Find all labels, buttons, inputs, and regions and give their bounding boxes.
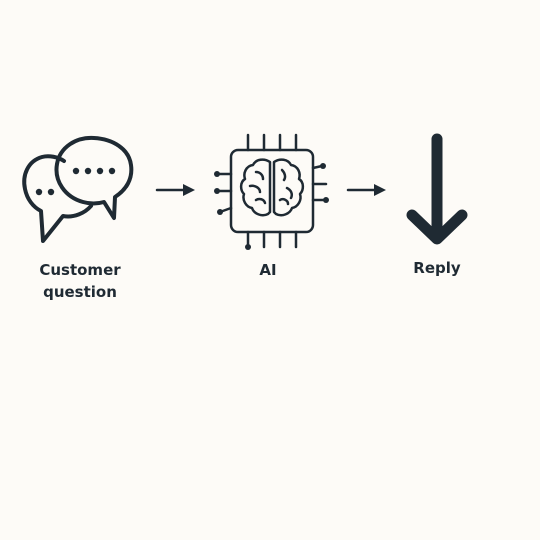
node-label-ai: AI (259, 261, 277, 279)
node-label-reply: Reply (413, 259, 461, 277)
chat-bubbles-icon (22, 135, 134, 243)
arrow-down-icon (406, 133, 468, 245)
ai-chip-brain-icon (214, 133, 329, 250)
node-label-customer-question: Customer question (39, 261, 121, 301)
arrow-right-icon (346, 184, 386, 196)
arrow-right-icon (155, 184, 195, 196)
